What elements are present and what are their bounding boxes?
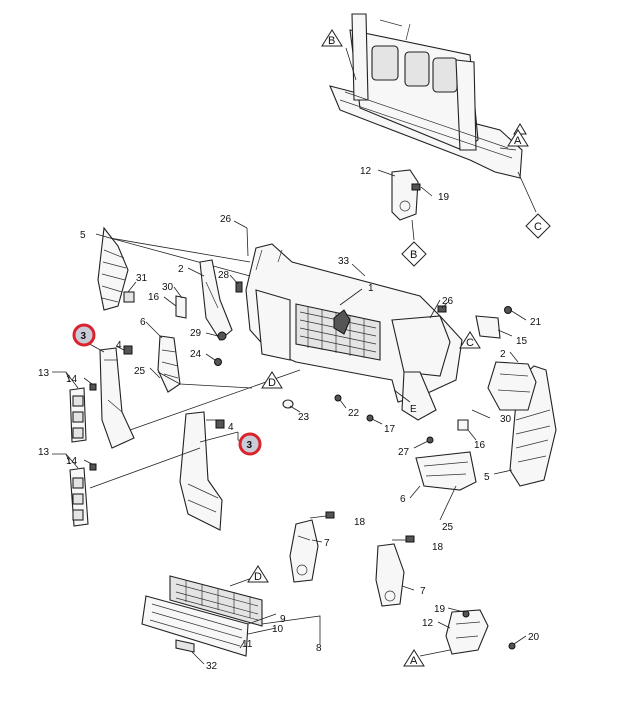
callout-19-top: 19 — [438, 192, 450, 203]
callout-1: 1 — [368, 283, 374, 294]
callout-18-right: 18 — [432, 542, 444, 553]
callout-19-bottom: 19 — [434, 604, 446, 615]
callout-26-right: 26 — [442, 296, 454, 307]
center-bracket-left — [289, 519, 319, 583]
callout-28: 28 — [218, 270, 230, 281]
callout-13-upper: 13 — [38, 368, 50, 379]
callout-24: 24 — [190, 349, 202, 360]
left-headlamp-trim — [199, 259, 233, 341]
callout-4-lower: 4 — [228, 422, 234, 433]
highlight-ring-3-lower — [240, 434, 260, 454]
mounting-bracket-lower — [445, 609, 489, 655]
right-lower-bracket — [415, 451, 477, 491]
callout-30-left: 30 — [162, 282, 174, 293]
main-front-frame — [245, 243, 463, 421]
ref-b-diamond-mid: B — [401, 241, 427, 267]
callout-15: 15 — [516, 336, 528, 347]
callout-14-lower: 14 — [66, 456, 78, 467]
callout-10: 10 — [272, 624, 284, 635]
highlight-outline-3-upper — [72, 323, 96, 347]
ref-c-top-letter: C — [534, 221, 542, 233]
highlight-ring-3-upper — [74, 325, 94, 345]
callout-6-left: 6 — [140, 317, 146, 328]
callout-21: 21 — [530, 317, 542, 328]
callout-27: 27 — [398, 447, 410, 458]
callout-12-top: 12 — [360, 166, 372, 177]
callout-5-left: 5 — [80, 230, 86, 241]
callout-18-left: 18 — [354, 517, 366, 528]
callout-22: 22 — [348, 408, 360, 419]
ref-b-triangle-top: B — [321, 29, 343, 47]
left-corner-panel-lower — [179, 411, 223, 531]
callout-26-left: 26 — [220, 214, 232, 225]
left-bracket-lower — [69, 467, 89, 527]
callout-20: 20 — [528, 632, 540, 643]
left-lower-bracket — [157, 335, 181, 393]
cross-member-assembly — [329, 13, 523, 179]
callout-29: 29 — [190, 328, 202, 339]
callout-14-upper: 14 — [66, 374, 78, 385]
callout-16-left: 16 — [148, 292, 160, 303]
callout-8: 8 — [316, 643, 322, 654]
ref-d-triangle-bottom: D — [247, 565, 269, 583]
callout-3-upper: 3 — [81, 331, 87, 342]
lower-grille-panel — [169, 575, 263, 627]
highlighted-callout-3-upper: 3 — [72, 323, 96, 347]
callout-3-lower: 3 — [247, 440, 253, 451]
callout-6-right: 6 — [400, 494, 406, 505]
ref-d-bottom-letter: D — [254, 571, 262, 583]
front-mesh-grille — [141, 595, 249, 657]
callout-23: 23 — [298, 412, 310, 423]
ref-a-triangle-bottom: A — [403, 649, 425, 667]
ref-a-bottom-letter: A — [410, 655, 418, 667]
callout-labels: 1 2 2 4 4 5 5 6 6 7 7 8 9 10 11 12 12 13… — [38, 166, 542, 672]
callout-5-right: 5 — [484, 472, 490, 483]
callout-31: 31 — [136, 273, 148, 284]
callout-9: 9 — [280, 614, 286, 625]
callout-7-left: 7 — [324, 538, 330, 549]
ref-b-mid-letter: B — [410, 249, 417, 261]
right-headlamp-trim — [487, 361, 537, 411]
ref-c-mid-letter: C — [466, 337, 474, 349]
ref-d-triangle-mid: D — [261, 371, 283, 389]
callout-2-left: 2 — [178, 264, 184, 275]
ref-b-top-letter: B — [328, 35, 335, 47]
ref-c-diamond-top: C — [525, 213, 551, 239]
callout-25-right: 25 — [442, 522, 454, 533]
callout-33: 33 — [338, 256, 350, 267]
highlighted-callout-3-lower: 3 — [238, 432, 262, 456]
ref-c-triangle-mid: C — [459, 331, 481, 349]
callout-13-lower: 13 — [38, 447, 50, 458]
callout-11: 11 — [242, 639, 253, 650]
callout-32: 32 — [206, 661, 218, 672]
callout-7-right: 7 — [420, 586, 426, 597]
callout-4-upper: 4 — [116, 340, 122, 351]
ref-a-triangle-top: A — [507, 129, 529, 147]
callout-25-left: 25 — [134, 366, 146, 377]
left-bracket-upper — [69, 387, 87, 443]
view-reference-markers: B A C B C D D A — [247, 29, 551, 667]
clip-31 — [123, 291, 135, 303]
center-bracket-right — [375, 543, 405, 607]
left-grille-insert — [97, 226, 129, 311]
callout-30-right: 30 — [500, 414, 512, 425]
highlight-outline-3-lower — [238, 432, 262, 456]
ref-a-top-letter: A — [514, 135, 522, 147]
ref-d-mid-letter: D — [268, 377, 276, 389]
left-corner-panel-upper — [99, 347, 135, 449]
callout-17: 17 — [384, 424, 396, 435]
callout-2-right: 2 — [500, 349, 506, 360]
callout-12-bottom: 12 — [422, 618, 434, 629]
mounting-bracket-upper — [391, 169, 421, 221]
callout-16-right: 16 — [474, 440, 486, 451]
ref-e-mark: E — [410, 404, 417, 415]
